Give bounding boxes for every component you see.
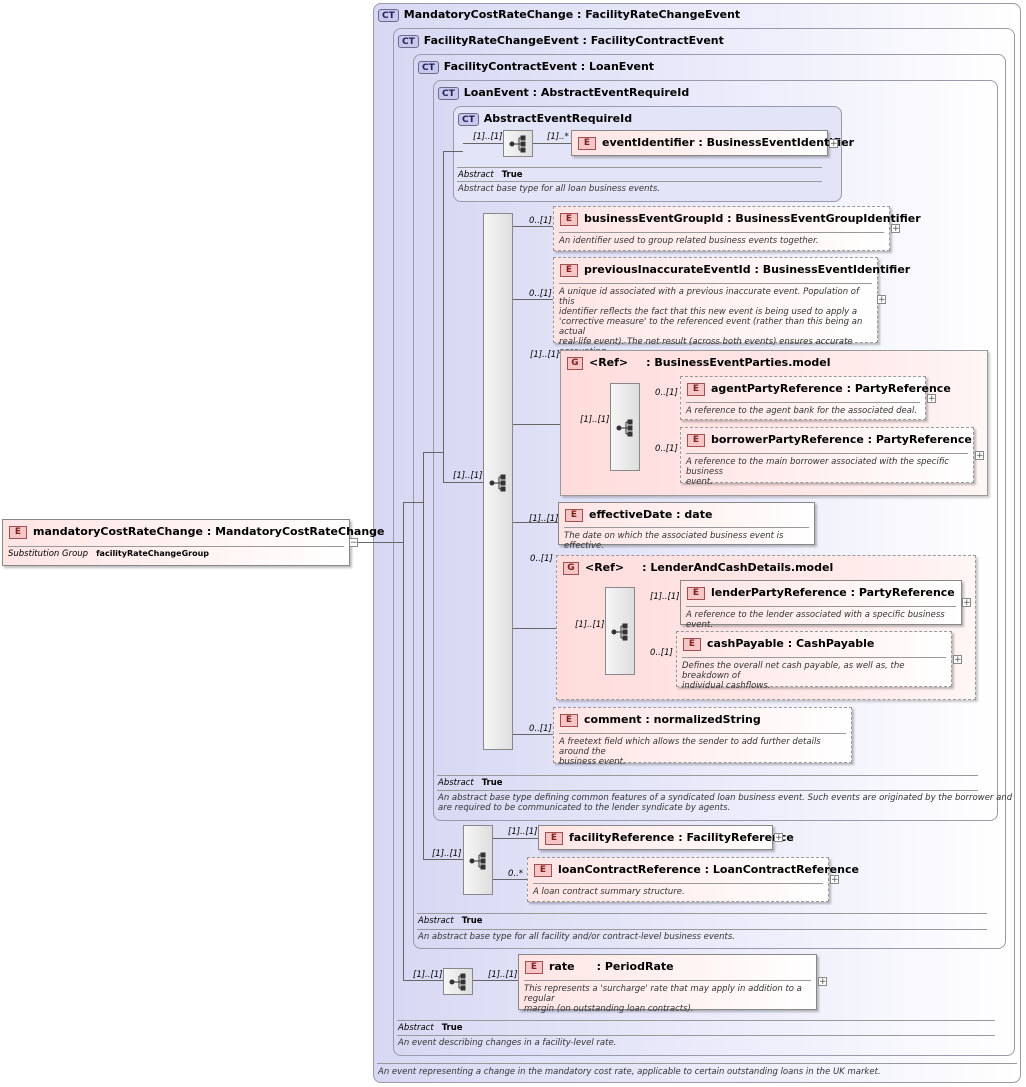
ct-loan-event-description-2: are required to be communicated to the l… — [438, 803, 731, 813]
sequence-icon — [449, 973, 466, 991]
cardinality-label: [1]..[1] — [580, 415, 610, 425]
element-icon: E — [560, 713, 578, 727]
expand-icon[interactable]: + — [829, 139, 838, 149]
cardinality-label: 0..[1] — [530, 554, 553, 564]
cardinality-label: [1]..* — [547, 132, 569, 142]
element-icon: E — [525, 960, 543, 974]
sequence-icon — [616, 419, 633, 437]
expand-icon[interactable]: + — [953, 655, 962, 665]
sequence-icon — [469, 852, 486, 870]
complex-type-icon: CT — [378, 8, 399, 22]
ct-mandatory-description: An event representing a change in the ma… — [378, 1067, 881, 1077]
complex-type-icon: CT — [398, 34, 419, 48]
sequence-icon — [489, 474, 506, 492]
element-icon: E — [565, 508, 583, 522]
element-icon: E — [683, 637, 701, 651]
cardinality-label: 0..* — [508, 869, 524, 879]
cardinality-label: [1]..[1] — [488, 970, 518, 980]
expand-icon[interactable]: + — [774, 833, 783, 843]
cardinality-label: [1]..[1] — [432, 849, 462, 859]
element-icon: E — [687, 433, 705, 447]
sequence-compositor-facility-contract[interactable] — [463, 825, 493, 895]
element-icon: E — [534, 863, 552, 877]
group-icon: G — [563, 561, 579, 575]
cardinality-label: [1]..[1] — [473, 132, 503, 142]
cardinality-label: [1]..[1] — [650, 592, 680, 602]
expand-icon[interactable]: + — [877, 295, 886, 305]
element-icon: E — [687, 586, 705, 600]
sequence-compositor-lender-cash[interactable] — [605, 587, 635, 675]
cardinality-label: [1]..[1] — [529, 514, 559, 524]
complex-type-icon: CT — [438, 86, 459, 100]
cardinality-label: 0..[1] — [529, 289, 552, 299]
cardinality-label: 0..[1] — [655, 444, 678, 454]
root-element-type: MandatoryCostRateChange — [215, 525, 385, 538]
cardinality-label: [1]..[1] — [530, 350, 560, 360]
expand-icon[interactable]: + — [891, 224, 900, 234]
collapse-icon[interactable]: − — [349, 538, 358, 548]
complex-type-icon: CT — [458, 112, 479, 126]
element-icon: E — [9, 525, 27, 539]
element-icon: E — [560, 263, 578, 277]
element-icon: E — [687, 382, 705, 396]
cardinality-label: [1]..[1] — [413, 970, 443, 980]
element-icon: E — [578, 136, 596, 150]
element-icon: E — [560, 212, 578, 226]
expand-icon[interactable]: + — [962, 598, 971, 608]
expand-icon[interactable]: + — [927, 394, 936, 404]
ct-facility-contract-description: An abstract base type for all facility a… — [418, 932, 736, 942]
root-element-name: mandatoryCostRateChange — [33, 525, 203, 538]
cardinality-label: 0..[1] — [650, 648, 673, 658]
sequence-compositor-abstract-event[interactable] — [503, 130, 533, 157]
ct-abstract-event-description: Abstract base type for all loan business… — [458, 184, 661, 194]
expand-icon[interactable]: + — [975, 451, 984, 461]
cardinality-label: 0..[1] — [655, 388, 678, 398]
sequence-icon — [611, 623, 628, 641]
cardinality-label: [1]..[1] — [575, 620, 605, 630]
sequence-compositor-parties[interactable] — [610, 383, 640, 471]
sequence-compositor-facility-rate[interactable] — [443, 968, 473, 995]
group-icon: G — [567, 356, 583, 370]
ct-loan-event-description-1: An abstract base type defining common fe… — [438, 793, 1013, 803]
sequence-compositor-loan-event[interactable] — [483, 213, 513, 750]
ct-facility-rate-description: An event describing changes in a facilit… — [398, 1038, 617, 1048]
complex-type-icon: CT — [418, 60, 439, 74]
cardinality-label: [1]..[1] — [508, 827, 538, 837]
expand-icon[interactable]: + — [830, 875, 839, 885]
cardinality-label: 0..[1] — [529, 216, 552, 226]
expand-icon[interactable]: + — [818, 977, 827, 987]
cardinality-label: [1]..[1] — [453, 471, 483, 481]
cardinality-label: 0..[1] — [529, 724, 552, 734]
sequence-icon — [509, 135, 526, 153]
element-icon: E — [545, 831, 563, 845]
